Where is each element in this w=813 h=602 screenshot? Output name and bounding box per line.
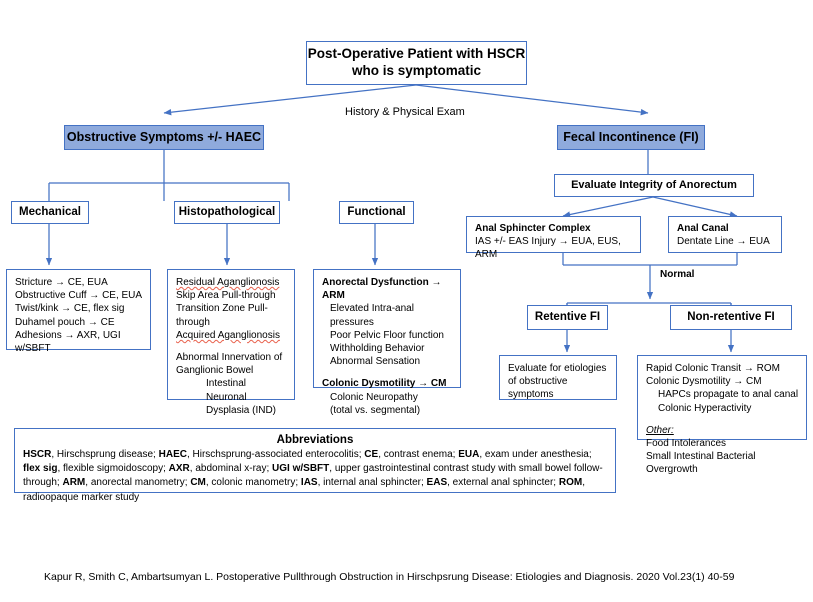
abbreviation-definition: , colonic manometry;	[205, 477, 301, 489]
node-retentive-fi: Retentive FI	[527, 305, 608, 330]
functional-item: Poor Pelvic Floor function	[330, 329, 444, 341]
detail-mechanical: Stricture → CE, EUA Obstructive Cuff → C…	[6, 269, 151, 354]
nonretentive-other-item: Food Intolerances	[646, 437, 727, 449]
nonretentive-line2: Colonic Dysmotility → CM	[646, 376, 762, 388]
abbreviations-body: HSCR, Hirschsprung disease; HAEC, Hirsch…	[23, 448, 607, 505]
abbreviation-term: HSCR	[23, 449, 52, 460]
functional-item: Elevated Intra-anal pressures	[330, 303, 414, 328]
abbreviation-term: AXR	[168, 463, 190, 475]
abbreviation-term: HAEC	[158, 449, 187, 460]
node-anal-sphincter-complex: Anal Sphincter Complex IAS +/- EAS Injur…	[466, 216, 641, 260]
node-evaluate-integrity: Evaluate Integrity of Anorectum	[554, 174, 754, 197]
abbreviation-term: UGI w/SBFT	[272, 463, 330, 475]
detail-functional: Anorectal Dysfunction → ARM Elevated Int…	[313, 269, 461, 416]
histo-item: Transition Zone Pull-	[176, 303, 268, 315]
node-histopathological: Histopathological	[174, 201, 280, 224]
functional-heading-1: Anorectal Dysfunction → ARM	[322, 277, 442, 302]
mechanical-item: Stricture → CE, EUA	[15, 277, 108, 288]
abbreviation-definition: , flexible sigmoidoscopy;	[57, 463, 169, 475]
mechanical-item: Adhesions → AXR, UGI	[15, 329, 121, 341]
histo-item: Residual Aganglionosis	[176, 277, 280, 288]
functional-item: Abnormal Sensation	[330, 356, 421, 368]
abbreviation-definition: , contrast enema;	[378, 449, 459, 460]
abbreviation-term: EUA	[458, 449, 480, 460]
histo-item: Acquired Aganglionosis	[176, 329, 280, 341]
node-fecal-incontinence: Fecal Incontinence (FI)	[557, 125, 705, 150]
abbreviation-definition: , Hirschsprung disease;	[51, 449, 159, 460]
abbreviation-definition: , exam under anesthesia;	[479, 449, 592, 460]
abbreviation-definition: , anorectal manometry;	[85, 477, 191, 489]
node-functional: Functional	[339, 201, 414, 224]
spacer	[322, 368, 453, 377]
nonretentive-sub1: HAPCs propagate to anal canal	[658, 389, 799, 401]
citation-text: Kapur R, Smith C, Ambartsumyan L. Postop…	[44, 571, 735, 583]
abbreviation-term: ARM	[62, 477, 86, 489]
mechanical-item: Obstructive Cuff → CE, EUA	[15, 290, 143, 302]
histo-item: Skip Area Pull-through	[176, 290, 276, 302]
histo-group2-line2: Ganglionic Bowel	[176, 365, 254, 377]
functional-item: Withholding Behavior	[330, 342, 425, 354]
root-node-post-operative-patient: Post-Operative Patient with HSCR who is …	[306, 41, 527, 85]
anal-canal-title: Anal Canal	[677, 223, 729, 234]
histo-group2-sub2: Dysplasia (IND)	[206, 404, 277, 416]
abbreviation-term: EAS	[426, 477, 448, 489]
abbreviation-definition: , upper gastrointestinal contrast study …	[23, 463, 603, 489]
node-non-retentive-fi: Non-retentive FI	[670, 305, 792, 330]
functional-item: (total vs. segmental)	[330, 404, 421, 416]
mechanical-item: w/SBFT	[15, 342, 51, 354]
histo-group2-sub1: Intestinal Neuronal	[206, 378, 247, 403]
abbreviation-definition: , radioopaque marker study	[23, 477, 585, 503]
detail-histopathological: Residual Aganglionosis Skip Area Pull-th…	[167, 269, 295, 416]
mechanical-item: Twist/kink → CE, flex sig	[15, 303, 125, 315]
node-anal-canal: Anal Canal Dentate Line → EUA	[668, 216, 782, 253]
node-obstructive-symptoms: Obstructive Symptoms +/- HAEC	[64, 125, 264, 150]
histo-group2-line1: Abnormal Innervation of	[176, 351, 283, 363]
nonretentive-line1: Rapid Colonic Transit → ROM	[646, 363, 780, 374]
abbreviation-term: ROM	[558, 477, 583, 489]
mechanical-item: Duhamel pouch → CE	[15, 316, 115, 328]
abbreviation-term: CM	[190, 477, 206, 489]
spacer	[646, 415, 799, 424]
detail-non-retentive-fi: Rapid Colonic Transit → ROM Colonic Dysm…	[637, 355, 807, 475]
root-node-line1: Post-Operative Patient with HSCR	[307, 46, 526, 62]
edge-label-history-physical: History & Physical Exam	[345, 106, 465, 118]
abbreviation-definition: , abdominal x-ray;	[189, 463, 273, 475]
retentive-item: Evaluate for etiologies	[508, 363, 607, 374]
abbreviation-definition: , external anal sphincter;	[447, 477, 559, 489]
abbreviation-term: flex sig	[23, 463, 58, 475]
retentive-item: of obstructive	[508, 376, 568, 388]
anal-sphincter-detail: IAS +/- EAS Injury → EUA, EUS, ARM	[475, 236, 621, 261]
spacer	[176, 342, 287, 351]
node-mechanical: Mechanical	[11, 201, 89, 224]
edge-label-normal: Normal	[660, 269, 695, 280]
nonretentive-other-item: Small Intestinal Bacterial Overgrowth	[646, 451, 756, 476]
abbreviations-box: Abbreviations HSCR, Hirschsprung disease…	[14, 428, 616, 503]
retentive-item: symptoms	[508, 389, 554, 401]
histo-item: through	[176, 316, 210, 328]
detail-retentive-fi: Evaluate for etiologies of obstructive s…	[499, 355, 617, 400]
abbreviation-definition: , internal anal sphincter;	[317, 477, 427, 489]
abbreviation-term: CE	[364, 449, 379, 460]
abbreviations-title: Abbreviations	[276, 434, 354, 446]
anal-sphincter-title: Anal Sphincter Complex	[475, 223, 591, 234]
root-node-line2: who is symptomatic	[351, 63, 482, 78]
nonretentive-other-label: Other:	[646, 424, 674, 436]
abbreviation-definition: , Hirschsprung-associated enterocolitis;	[186, 449, 365, 460]
anal-canal-detail: Dentate Line → EUA	[677, 236, 770, 248]
functional-heading-2: Colonic Dysmotility → CM	[322, 378, 447, 390]
functional-item: Colonic Neuropathy	[330, 391, 418, 403]
nonretentive-sub2: Colonic Hyperactivity	[658, 402, 752, 414]
abbreviation-term: IAS	[300, 477, 318, 489]
